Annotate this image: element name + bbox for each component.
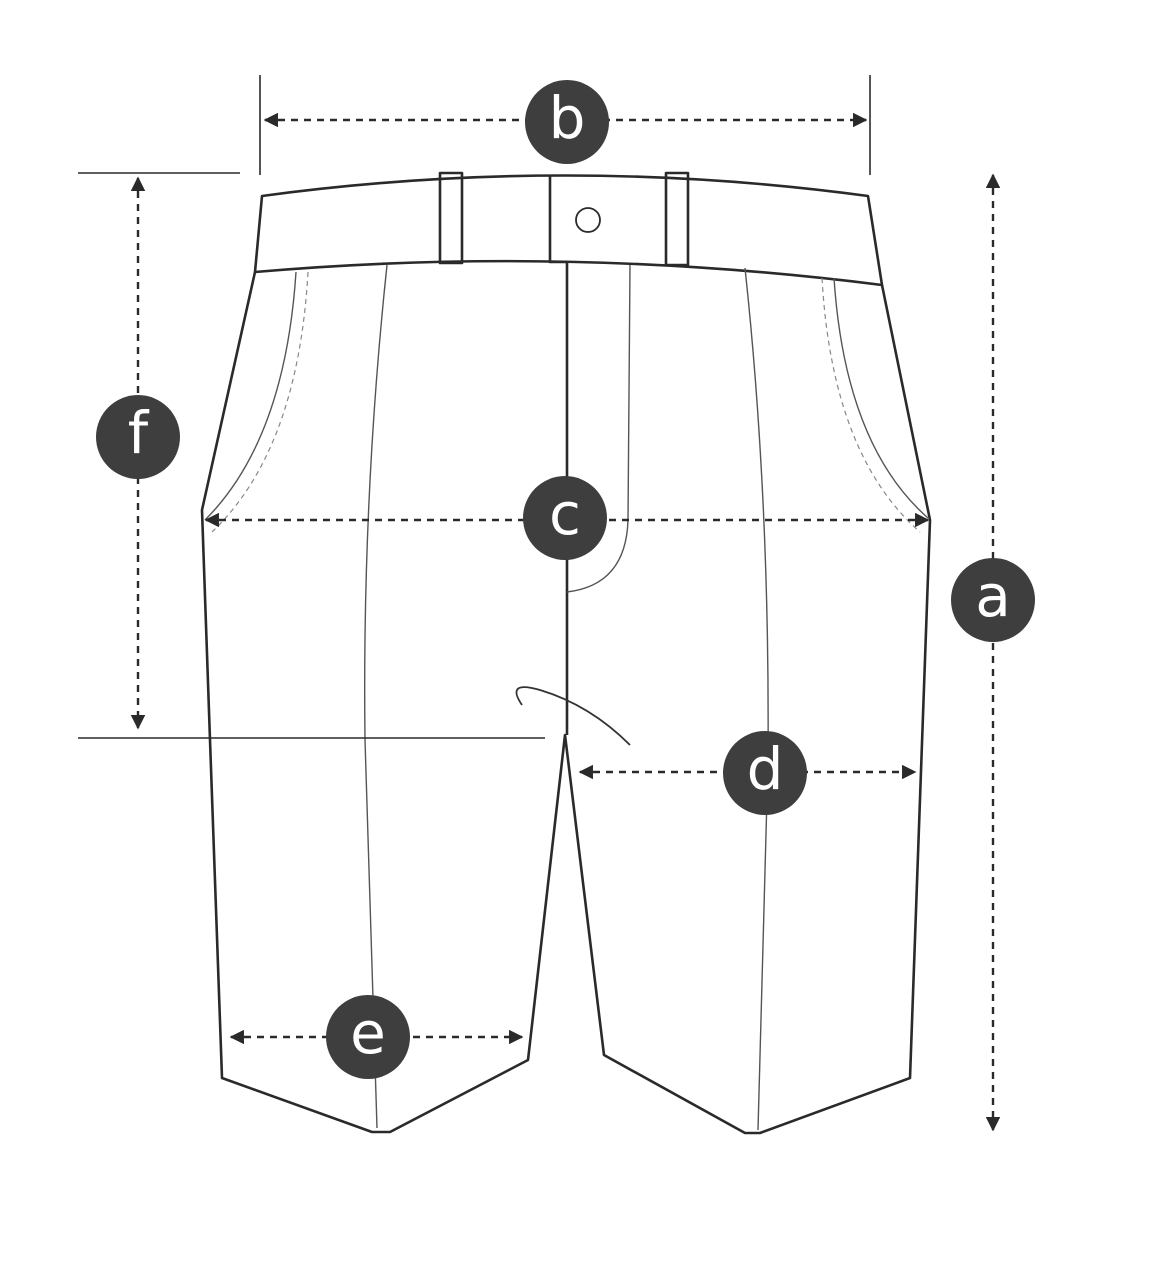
crease-left bbox=[363, 264, 388, 1129]
badge-f: f bbox=[96, 395, 180, 479]
badge-a: a bbox=[951, 558, 1035, 642]
waist-placket bbox=[548, 176, 568, 264]
pocket-right bbox=[833, 277, 929, 519]
badge-d-label: d bbox=[747, 735, 784, 803]
badge-e-label: e bbox=[350, 999, 386, 1067]
pocket-left-stitch bbox=[211, 271, 309, 533]
shorts-body bbox=[200, 271, 932, 1135]
badge-d: d bbox=[723, 731, 807, 815]
badge-b: b bbox=[525, 80, 609, 164]
pocket-left bbox=[204, 271, 297, 521]
belt-loop-right bbox=[664, 171, 690, 267]
crease-right bbox=[744, 267, 769, 1131]
badge-a-label: a bbox=[975, 562, 1011, 630]
pocket-right-stitch bbox=[821, 277, 921, 533]
badge-c-label: c bbox=[549, 480, 581, 548]
waistband bbox=[253, 174, 884, 287]
belt-loop-left bbox=[438, 171, 464, 265]
badge-b-label: b bbox=[549, 84, 586, 152]
shorts-outline bbox=[200, 171, 932, 1135]
button-icon bbox=[575, 207, 601, 233]
crotch-seam-mark bbox=[515, 686, 631, 746]
badge-e: e bbox=[326, 995, 410, 1079]
badge-f-label: f bbox=[128, 399, 150, 467]
badge-c: c bbox=[523, 476, 607, 560]
